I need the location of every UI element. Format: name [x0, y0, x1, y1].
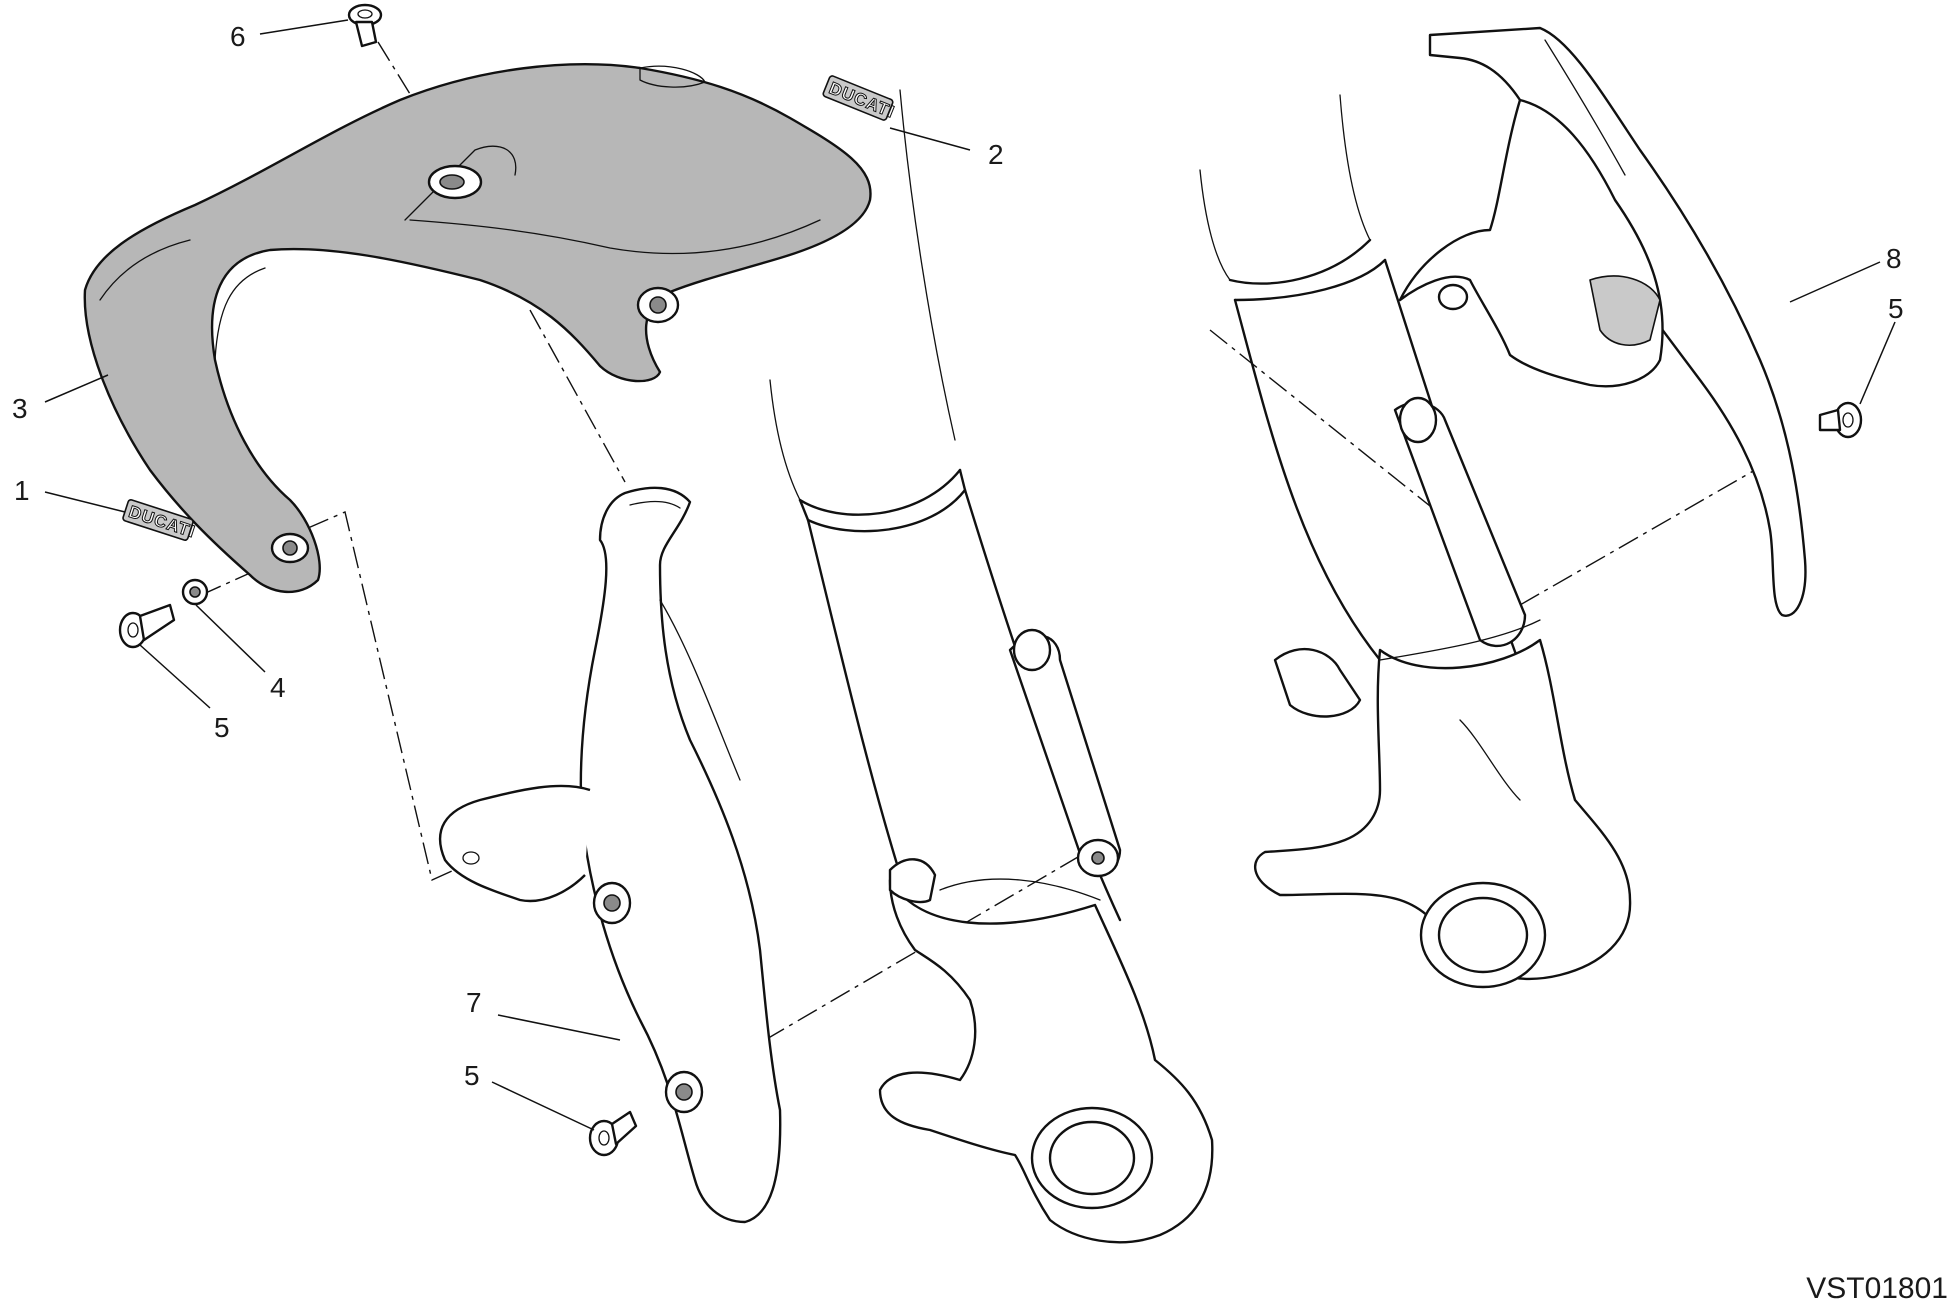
callout-5-right: 5	[1888, 293, 1904, 324]
callout-5-bottom: 5	[464, 1060, 480, 1091]
svg-text:DUCATI: DUCATI	[826, 78, 897, 121]
callout-7: 7	[466, 987, 482, 1018]
washer-part-4	[181, 578, 209, 606]
callout-labels: 6 2 3 1 4 5 7 5 8 5	[12, 21, 1904, 1091]
callout-1: 1	[14, 475, 30, 506]
callout-6-top: 6	[230, 21, 246, 52]
decal-part-2: DUCATI	[822, 75, 898, 122]
screw-part-5-bottom	[588, 1110, 638, 1157]
screw-part-5-left	[118, 603, 176, 649]
fork-guard-part-8	[1398, 26, 1807, 617]
fork-guard-part-7	[439, 486, 782, 1224]
drawing-id: VST01801	[1806, 1272, 1948, 1305]
front-mudguard-part-3	[83, 63, 872, 593]
left-fork-leg	[769, 89, 1214, 1244]
screw-part-6	[347, 3, 383, 48]
callout-8: 8	[1886, 243, 1902, 274]
callout-leaders	[44, 19, 1896, 1131]
callout-5-left: 5	[214, 712, 230, 743]
callout-3: 3	[12, 393, 28, 424]
callout-4: 4	[270, 672, 286, 703]
callout-2: 2	[988, 139, 1004, 170]
screw-part-5-right	[1818, 401, 1863, 439]
right-fork-leg	[1199, 94, 1632, 989]
